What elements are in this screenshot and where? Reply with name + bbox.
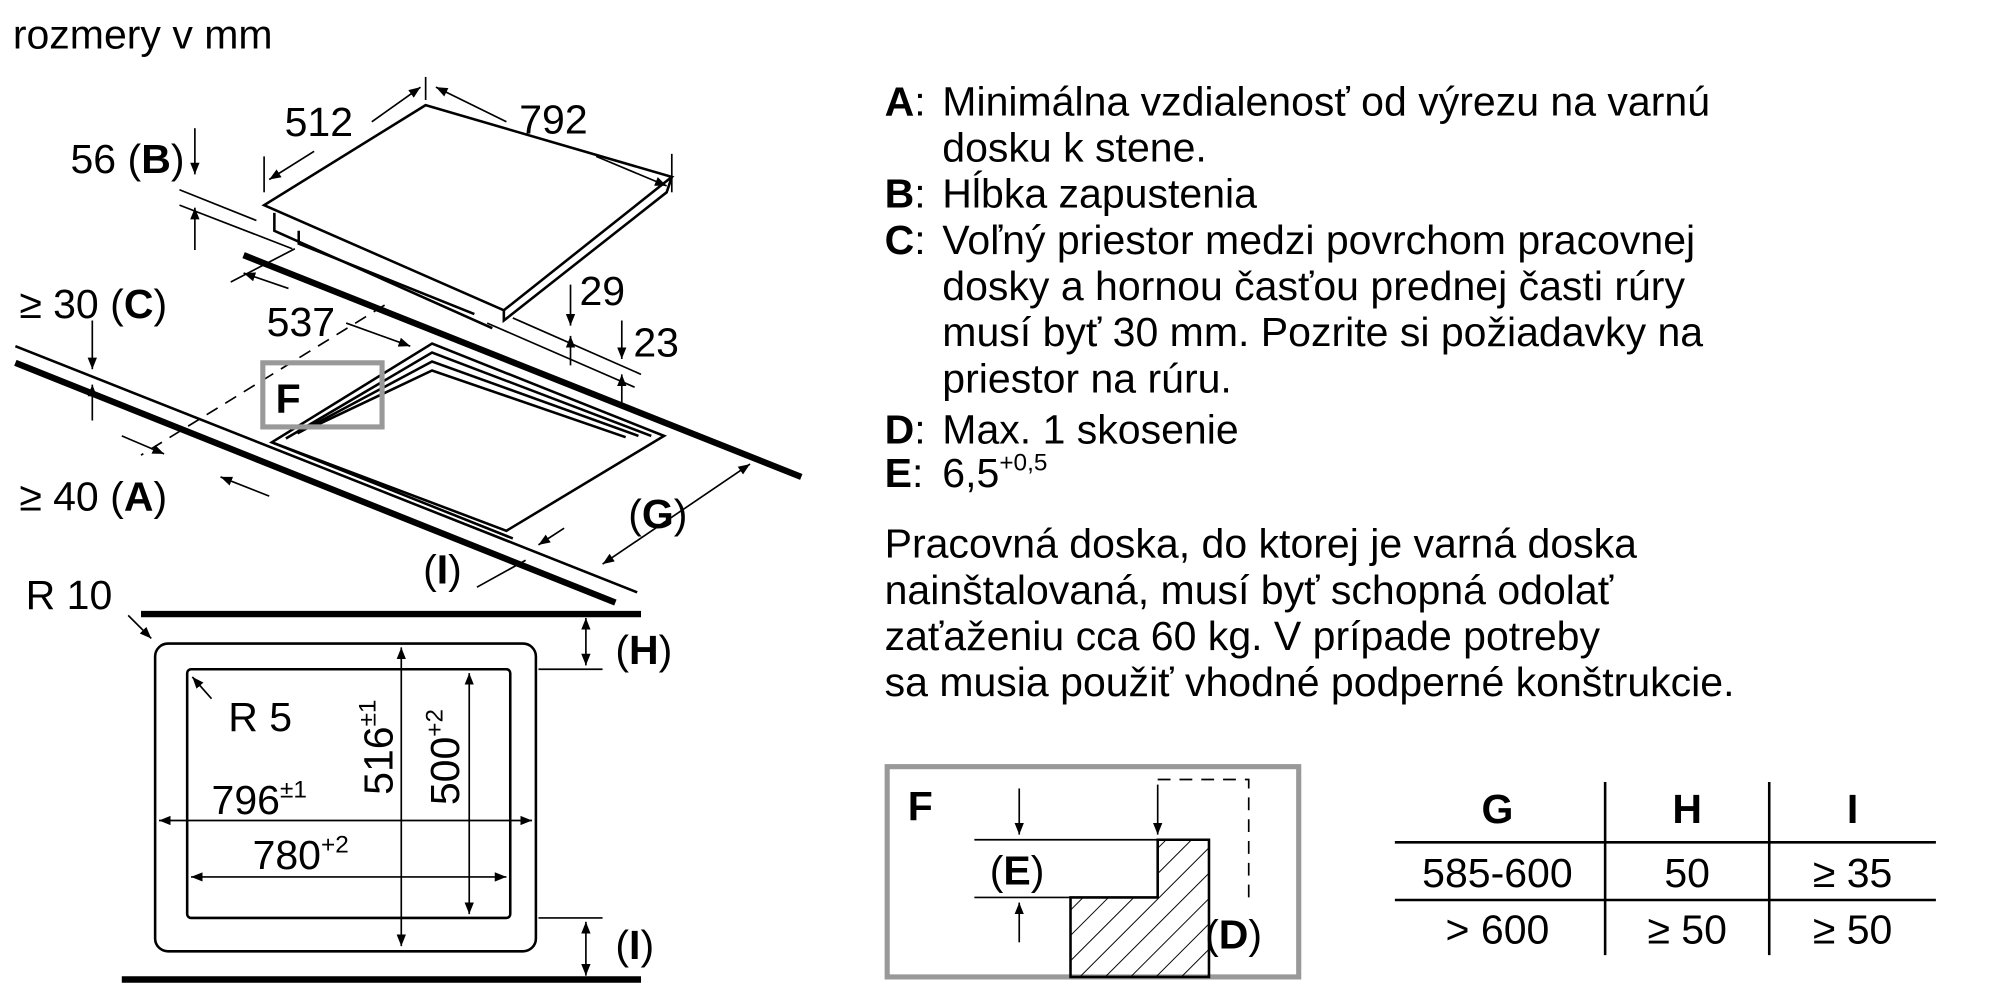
table-cell: ≥ 50: [1813, 907, 1893, 953]
dim-r10: R 10: [26, 572, 113, 618]
detail-f-label: F: [908, 784, 933, 830]
dim-56-b: 56 (B): [71, 136, 185, 182]
legend-c: C:Voľný priestor medzi povrchom pracovne…: [885, 217, 1704, 401]
table-cell: 50: [1664, 850, 1710, 896]
dim-23: 23: [633, 319, 679, 365]
legend-d: D:Max. 1 skosenie: [885, 407, 1239, 453]
legend-e: E:6,5+0,5: [885, 450, 1048, 497]
label-d: (D): [1205, 912, 1262, 958]
table-header-i: I: [1847, 786, 1858, 832]
detail-f: [884, 764, 1302, 980]
label-g: (G): [628, 491, 687, 537]
worktop-note: Pracovná doska, do ktorej je varná doska…: [885, 521, 1735, 705]
legend-a: A:Minimálna vzdialenosť od výrezu na var…: [885, 78, 1710, 170]
legend: A:Minimálna vzdialenosť od výrezu na var…: [885, 78, 1710, 496]
label-h: (H): [615, 627, 672, 673]
dim-537: 537: [267, 299, 335, 345]
cutout-plan: [121, 610, 642, 983]
legend-b: B:Hĺbka zapustenia: [885, 171, 1258, 217]
table-header-h: H: [1672, 786, 1702, 832]
table-cell: 585-600: [1422, 850, 1573, 896]
dim-r5: R 5: [228, 694, 292, 740]
dim-500: 500+2: [421, 709, 468, 805]
table-cell: ≥ 35: [1813, 850, 1893, 896]
dim-516: 516±1: [355, 700, 402, 795]
dim-40-a: ≥ 40 (A): [19, 473, 167, 519]
label-e: (E): [990, 848, 1045, 894]
dim-29: 29: [579, 268, 625, 314]
diagram-title: rozmery v mm: [13, 12, 273, 58]
dimension-table: G H I 585-600 50 ≥ 35 > 600 ≥ 50 ≥ 50: [1394, 782, 1936, 956]
dim-780: 780+2: [253, 832, 349, 879]
label-i-plan: (I): [615, 922, 654, 968]
dim-512: 512: [285, 99, 353, 145]
dim-30-c: ≥ 30 (C): [19, 281, 167, 327]
table-header-g: G: [1481, 786, 1513, 832]
table-cell: ≥ 50: [1647, 907, 1727, 953]
dim-792: 792: [519, 96, 587, 142]
label-f: F: [276, 376, 301, 422]
label-i-iso: (I): [423, 546, 462, 592]
cutout: [268, 342, 667, 540]
dim-796: 796±1: [212, 776, 307, 823]
table-cell: > 600: [1446, 907, 1550, 953]
hob-isometric: [14, 76, 803, 606]
